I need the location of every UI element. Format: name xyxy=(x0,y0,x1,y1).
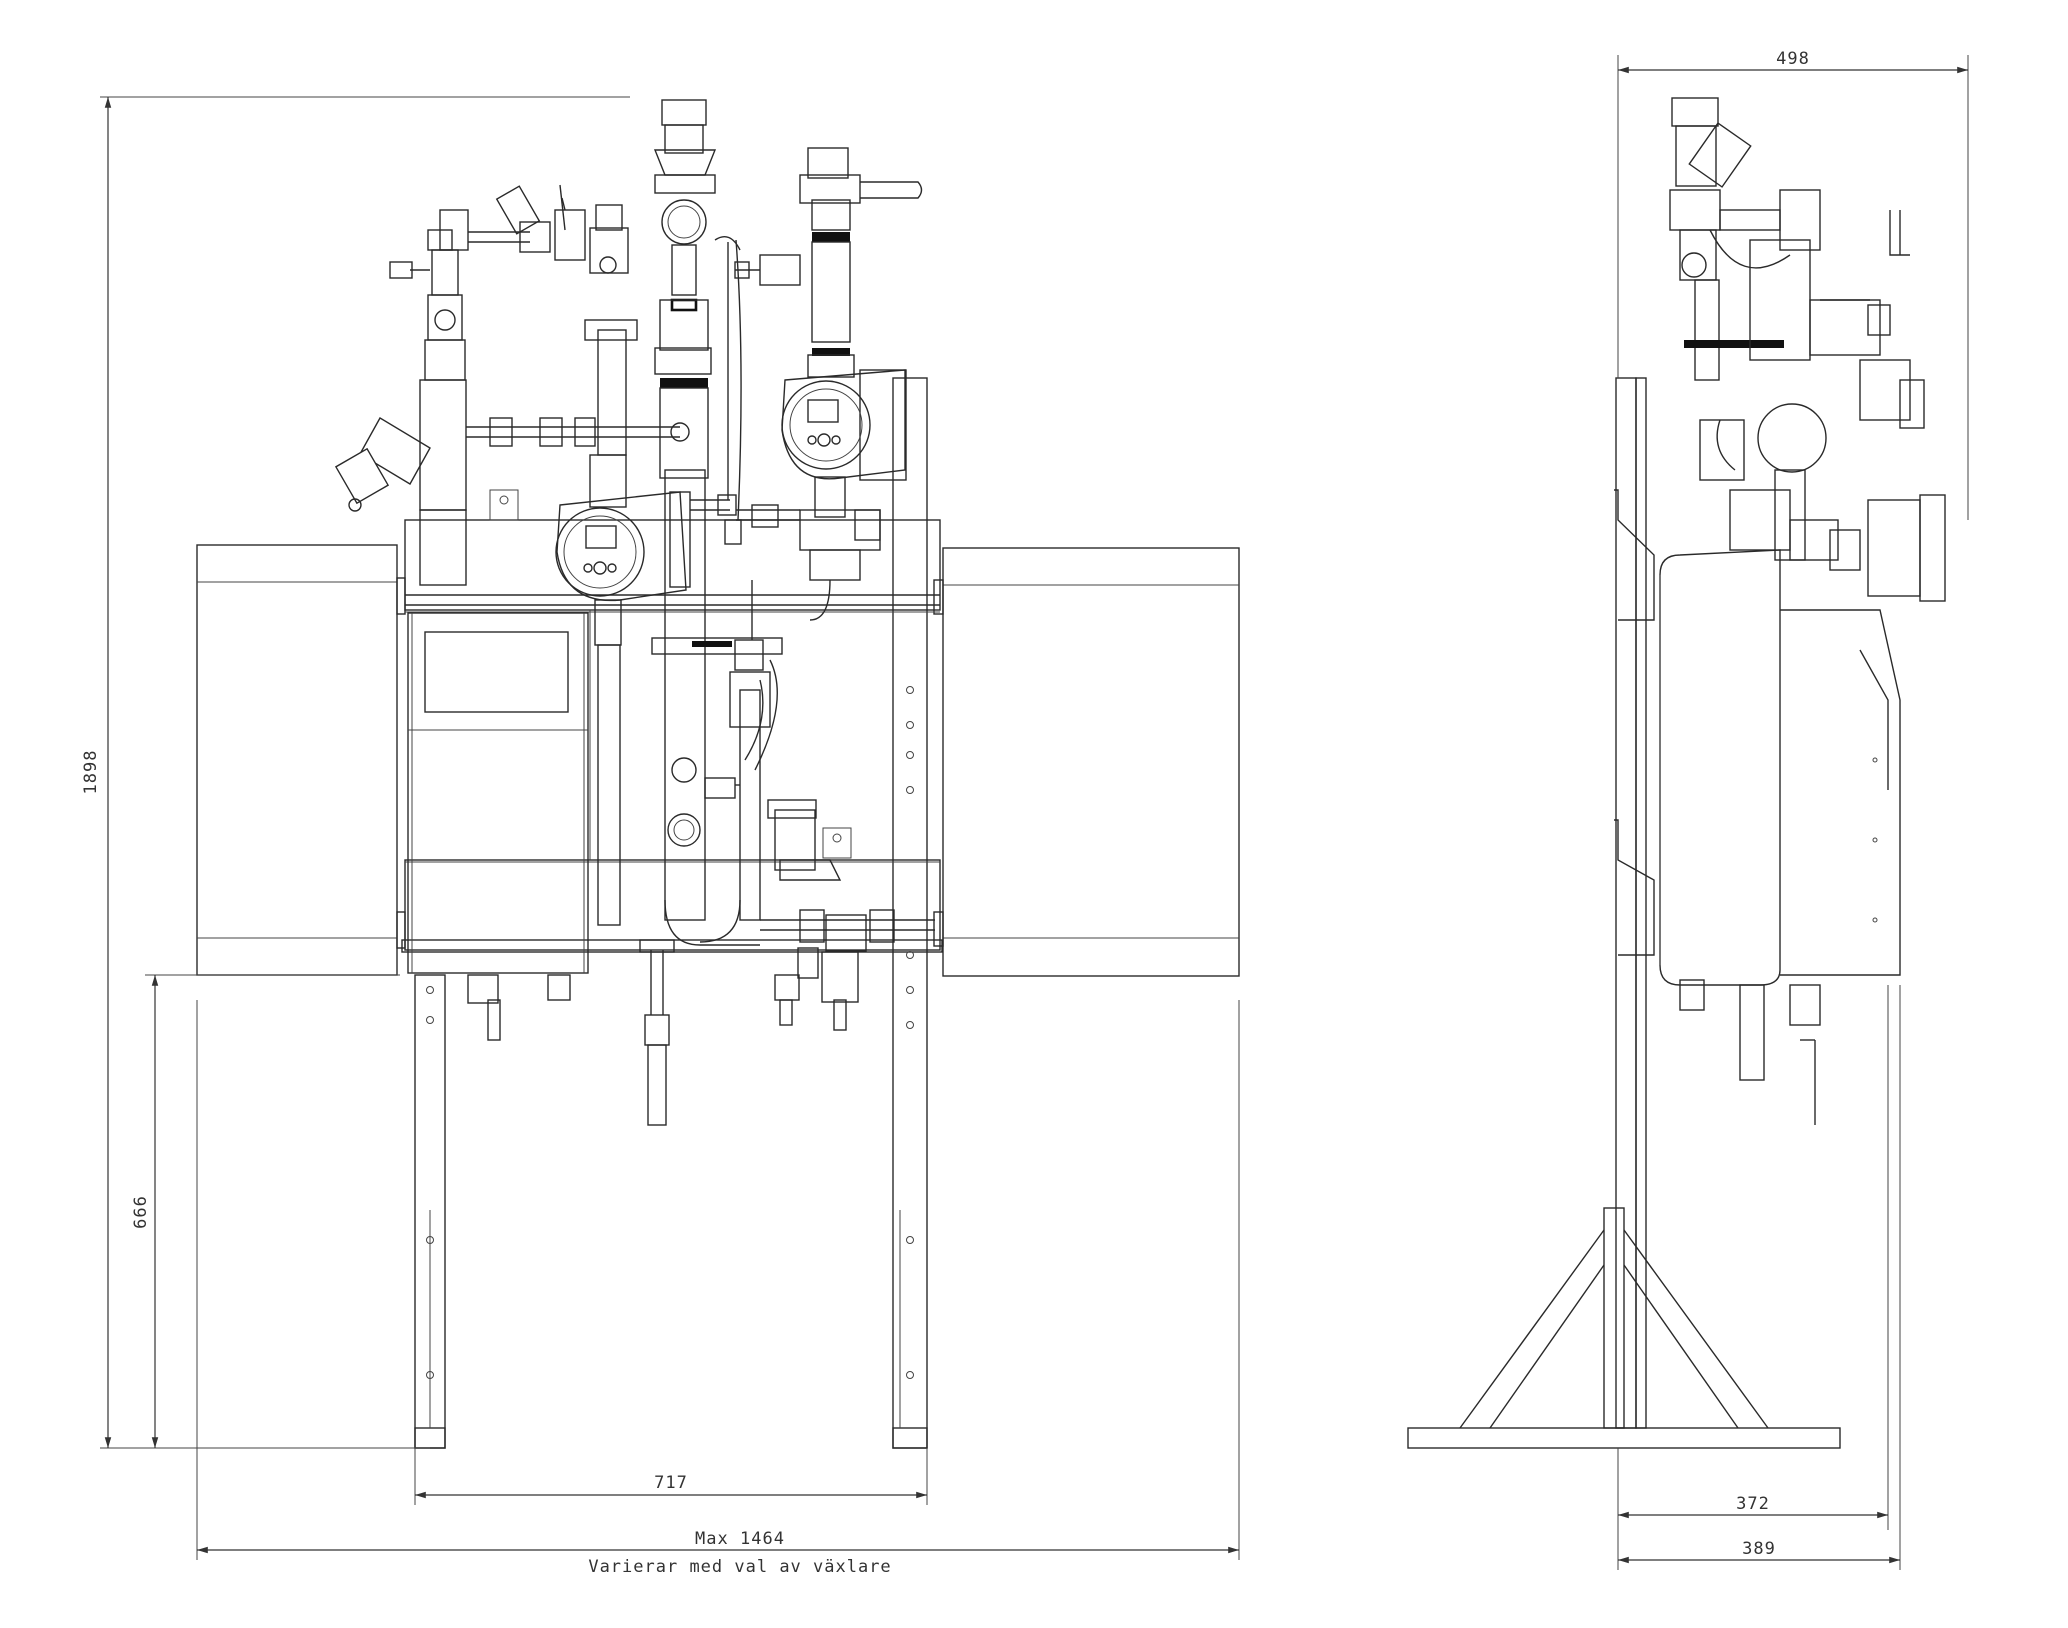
horizontal-pipes xyxy=(405,417,940,943)
circulation-pump-lower xyxy=(555,204,691,926)
right-exchanger-panel xyxy=(933,547,1240,977)
circulation-pump-upper xyxy=(781,369,907,621)
dim-leg-height: 666 xyxy=(131,1195,151,1229)
right-valve-riser xyxy=(734,147,923,521)
keyhole-bracket xyxy=(489,489,852,859)
front-frame xyxy=(401,377,943,1449)
side-stand xyxy=(1407,377,1841,1449)
dim-side-depth-2: 389 xyxy=(1742,1539,1776,1559)
dim-total-height: 1898 xyxy=(81,750,101,795)
dim-max-width: Max 1464 xyxy=(695,1529,785,1549)
central-valve-tower xyxy=(653,99,760,946)
drain-valve xyxy=(639,939,675,1126)
left-exchanger-panel xyxy=(196,544,406,976)
side-view xyxy=(1407,97,1946,1449)
side-pipework xyxy=(1669,97,1946,1125)
dim-side-top-width: 498 xyxy=(1776,49,1810,69)
dim-width-note: Varierar med val av växlare xyxy=(588,1557,891,1577)
front-view xyxy=(196,99,1240,1449)
dim-leg-spacing: 717 xyxy=(654,1473,688,1493)
dimension-lines xyxy=(100,55,1969,1570)
dim-side-depth-1: 372 xyxy=(1736,1494,1770,1514)
side-bracket xyxy=(1614,489,1655,956)
side-tank xyxy=(1659,549,1901,986)
left-pipe-assembly xyxy=(334,184,586,586)
dimension-labels: 1898 666 717 Max 1464 Varierar med val a… xyxy=(81,49,1810,1577)
control-cabinet xyxy=(407,612,589,974)
lower-right-valve-assembly xyxy=(467,799,935,1041)
